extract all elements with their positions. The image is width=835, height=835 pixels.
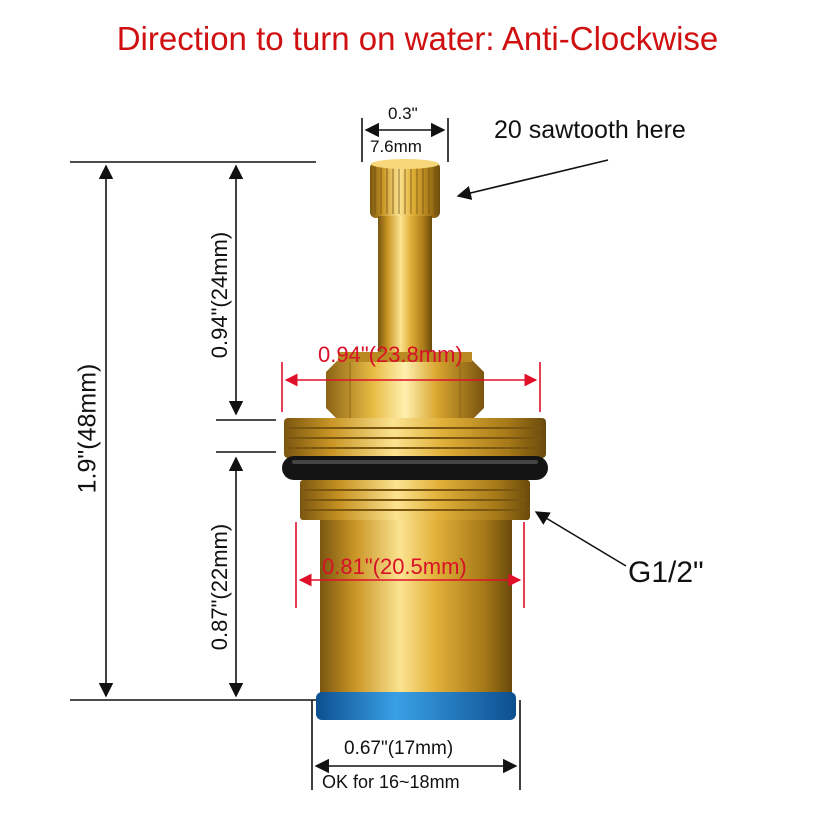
body-width-label: 0.81"(20.5mm) (322, 554, 467, 579)
cylinder-body (320, 520, 512, 700)
stem-shaft (378, 216, 432, 352)
diagram-title: Direction to turn on water: Anti-Clockwi… (116, 20, 719, 57)
g-half-thread (300, 480, 530, 520)
fit-range-label: OK for 16~18mm (322, 772, 460, 792)
red-dimension-lines (281, 362, 541, 608)
base-width-label: 0.67"(17mm) (344, 738, 454, 759)
stem-width-mm-label: 7.6mm (370, 137, 422, 156)
sawtooth-pointer (456, 159, 609, 200)
hex-width-label: 0.94"(23.8mm) (318, 342, 463, 367)
stem-width-in-label: 0.3" (388, 104, 418, 123)
body-height-label: 0.87"(22mm) (207, 523, 232, 651)
dimension-lines (70, 118, 627, 790)
total-height-label: 1.9"(48mm) (73, 363, 102, 494)
o-ring (282, 456, 548, 480)
valve-cartridge (282, 159, 548, 720)
thread-pointer (534, 511, 627, 567)
sawtooth-label: 20 sawtooth here (494, 116, 686, 144)
stem-height-label: 0.94"(24mm) (207, 231, 232, 359)
upper-thread (284, 418, 546, 458)
thread-label: G1/2" (628, 556, 704, 589)
blue-seal (316, 692, 516, 720)
